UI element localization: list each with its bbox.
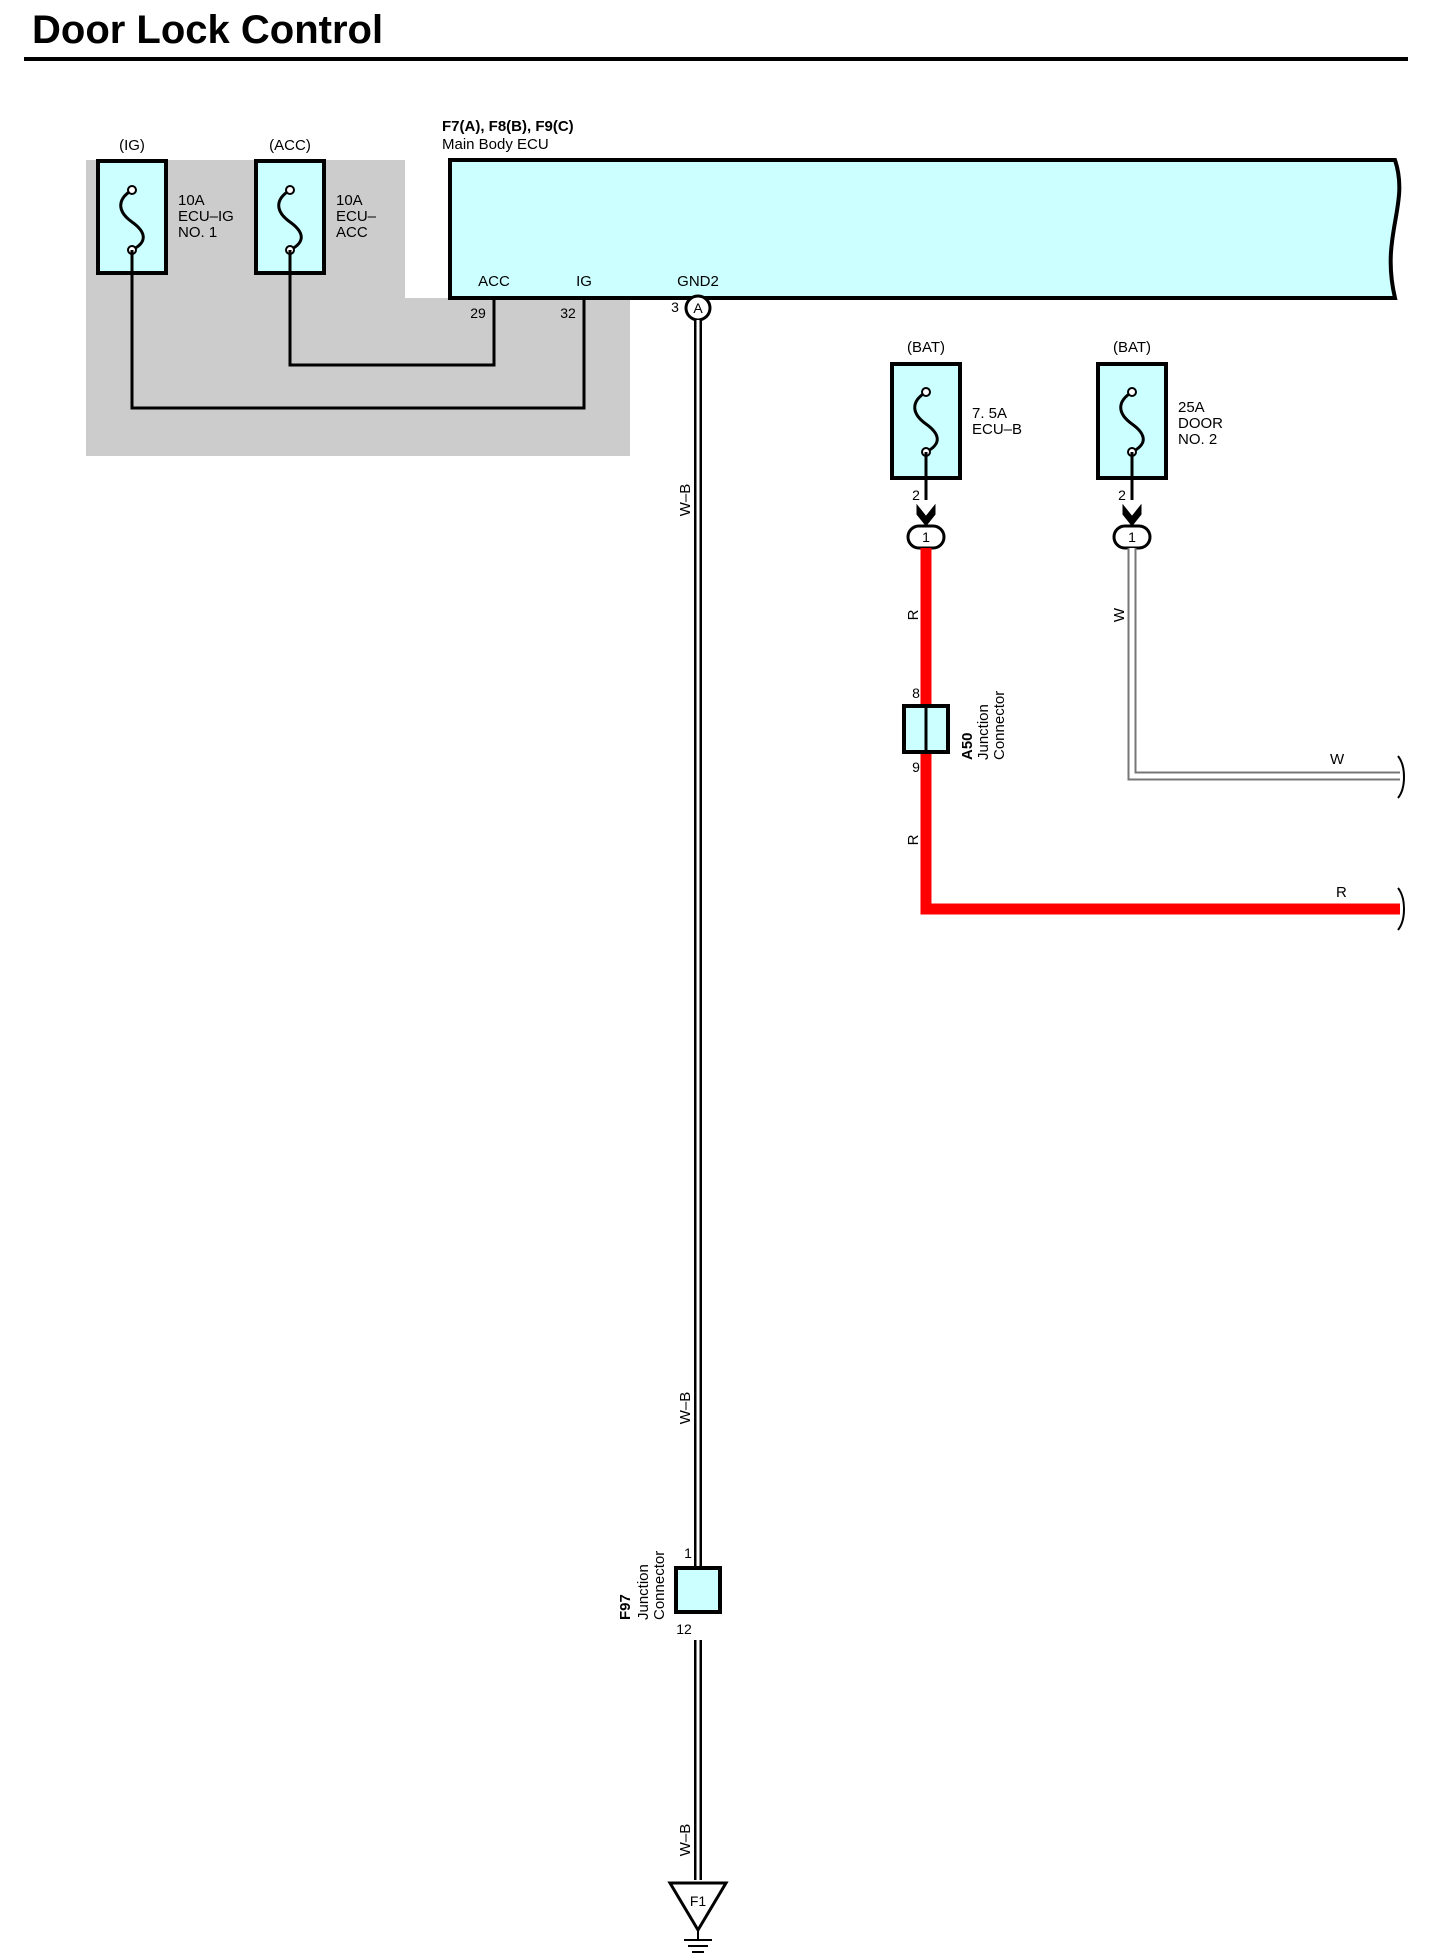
power-source-area xyxy=(86,160,630,456)
f97-line2: Connector xyxy=(651,1551,668,1620)
fuse-pin: 2 xyxy=(912,487,920,503)
fuse-icon xyxy=(1119,390,1145,454)
fuse-icon xyxy=(119,188,145,252)
wire-color-label: W–B xyxy=(677,1824,694,1857)
wire-color-label: W xyxy=(1330,751,1345,768)
page-title: Door Lock Control xyxy=(32,8,384,52)
fuse-rating: 25A xyxy=(1178,399,1205,416)
wire-white-w[interactable] xyxy=(1127,548,1405,799)
a50-line1: Junction xyxy=(975,704,992,760)
a50-pin-bottom: 9 xyxy=(912,759,920,775)
connector-a: A xyxy=(684,294,712,322)
pin-gnd2: 3 xyxy=(671,299,679,315)
ecu-terminal-acc: ACC xyxy=(478,273,510,290)
ecu-terminal-ig: IG xyxy=(576,273,592,290)
wire-ig-to-ecu[interactable] xyxy=(130,250,586,410)
f97-line1: Junction xyxy=(635,1564,652,1620)
chevron-down-icon xyxy=(1122,503,1142,527)
connector-pin: 1 xyxy=(922,529,930,545)
a50-ref: A50 xyxy=(959,732,976,760)
a50-pin-top: 8 xyxy=(912,685,920,701)
pin-ig: 32 xyxy=(560,305,576,321)
fuse-name-line2: ACC xyxy=(336,224,368,241)
pin-acc: 29 xyxy=(470,305,486,321)
wire-color-label: W–B xyxy=(677,1392,694,1425)
fuse-name-line1: DOOR xyxy=(1178,415,1223,432)
f97-pin-bottom: 12 xyxy=(676,1621,692,1637)
wire-color-label: R xyxy=(1336,884,1347,901)
f97-pin-top: 1 xyxy=(684,1545,692,1561)
fuse-name-line1: ECU– xyxy=(336,208,377,225)
fuse-icon xyxy=(913,390,939,454)
main-body-ecu[interactable]: F7(A), F8(B), F9(C) Main Body ECU ACC IG… xyxy=(442,118,1402,300)
fuse-name-line2: NO. 1 xyxy=(178,224,217,241)
connector-a-label: A xyxy=(693,300,703,316)
ecu-terminal-gnd2: GND2 xyxy=(677,273,719,290)
connector-oval: 1 xyxy=(906,524,946,550)
fuse-source-label: (BAT) xyxy=(907,339,945,356)
fuse-rating: 10A xyxy=(336,192,363,209)
fuse-name-line2: NO. 2 xyxy=(1178,431,1217,448)
fuse-rating: 7. 5A xyxy=(972,405,1007,422)
fuse-icon xyxy=(277,188,303,252)
ecu-body xyxy=(448,158,1402,300)
ecu-name: Main Body ECU xyxy=(442,136,549,153)
fuse-source-label: (ACC) xyxy=(269,137,311,154)
chevron-down-icon xyxy=(916,503,936,527)
f97-ref: F97 xyxy=(617,1594,634,1620)
connector-oval: 1 xyxy=(1112,524,1152,550)
connector-pin: 1 xyxy=(1128,529,1136,545)
ecu-ref: F7(A), F8(B), F9(C) xyxy=(442,118,574,135)
wire-color-label: W xyxy=(1111,607,1128,622)
ground-point-f1: F1 xyxy=(667,1881,729,1953)
junction-connector-a50[interactable]: 8 9 A50 Junction Connector xyxy=(902,685,1008,775)
fuse-ecu-b[interactable]: (BAT) 7. 5A ECU–B xyxy=(890,339,1022,480)
fuse-source-label: (BAT) xyxy=(1113,339,1151,356)
fuse-name-line1: ECU–B xyxy=(972,421,1022,438)
fuse-rating: 10A xyxy=(178,192,205,209)
fuse-source-label: (IG) xyxy=(119,137,145,154)
junction-connector-f97[interactable]: 1 12 F97 Junction Connector xyxy=(617,1545,722,1637)
wire-acc-to-ecu[interactable] xyxy=(288,250,496,367)
wire-red-r[interactable] xyxy=(920,548,1405,931)
fuse-door-no2[interactable]: (BAT) 25A DOOR NO. 2 xyxy=(1096,339,1223,480)
fuse-name-line1: ECU–IG xyxy=(178,208,234,225)
fuse-pin: 2 xyxy=(1118,487,1126,503)
ground-point-label: F1 xyxy=(690,1893,707,1909)
wire-color-label: R xyxy=(905,834,922,845)
wire-color-label: W–B xyxy=(677,484,694,517)
a50-line2: Connector xyxy=(991,691,1008,760)
wire-color-label: R xyxy=(905,609,922,620)
